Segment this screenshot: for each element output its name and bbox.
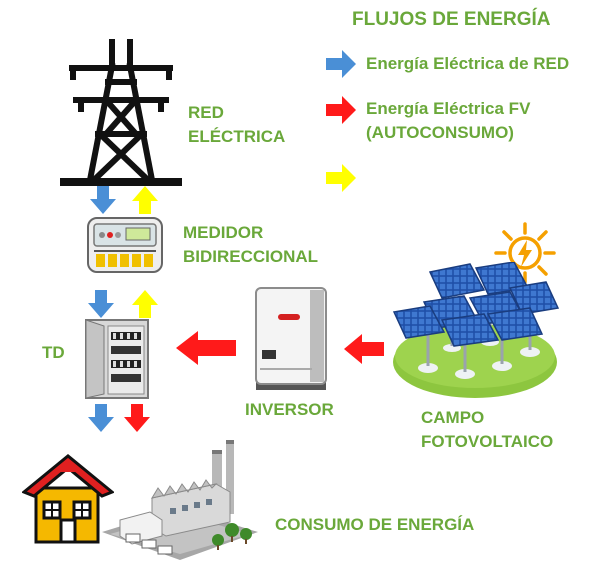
inverter-icon <box>252 284 330 392</box>
distribution-board-icon <box>84 318 154 400</box>
campo-label-line2: FOTOVOLTAICO <box>421 432 554 451</box>
factory-icon <box>100 436 260 566</box>
transmission-tower-icon <box>60 38 182 188</box>
legend-title: FLUJOS DE ENERGÍA <box>352 9 551 30</box>
medidor-label-line1: MEDIDOR <box>183 223 264 242</box>
arrow-down-red-icon <box>124 404 150 432</box>
legend-item-grid: Energía Eléctrica de RED <box>366 54 570 73</box>
bidirectional-meter-icon <box>86 216 164 274</box>
house-icon <box>22 452 114 544</box>
arrow-down-blue-icon <box>90 186 116 214</box>
campo-label-line1: CAMPO <box>421 408 485 427</box>
pv-field-icon <box>390 262 560 402</box>
legend-item-pv-line2: (AUTOCONSUMO) <box>366 123 514 142</box>
sun-icon <box>494 222 556 284</box>
arrow-left-red-icon <box>176 331 236 365</box>
legend-arrow-pv-icon <box>326 96 356 124</box>
inversor-label: INVERSOR <box>245 400 334 419</box>
red-electrica-label-line1: RED <box>188 103 224 122</box>
arrow-down-blue-icon <box>88 290 114 318</box>
medidor-label-line2: BIDIRECCIONAL <box>183 247 319 266</box>
legend-arrow-grid-icon <box>326 50 356 78</box>
legend-arrow-export-icon <box>326 164 356 192</box>
consumo-label: CONSUMO DE ENERGÍA <box>275 515 475 534</box>
td-label: TD <box>42 343 65 362</box>
arrow-down-blue-icon <box>88 404 114 432</box>
legend-item-pv-line1: Energía Eléctrica FV <box>366 99 531 118</box>
arrow-up-yellow-icon <box>132 186 158 214</box>
arrow-up-yellow-icon <box>132 290 158 318</box>
red-electrica-label-line2: ELÉCTRICA <box>188 127 286 146</box>
arrow-left-red-icon <box>344 334 384 364</box>
